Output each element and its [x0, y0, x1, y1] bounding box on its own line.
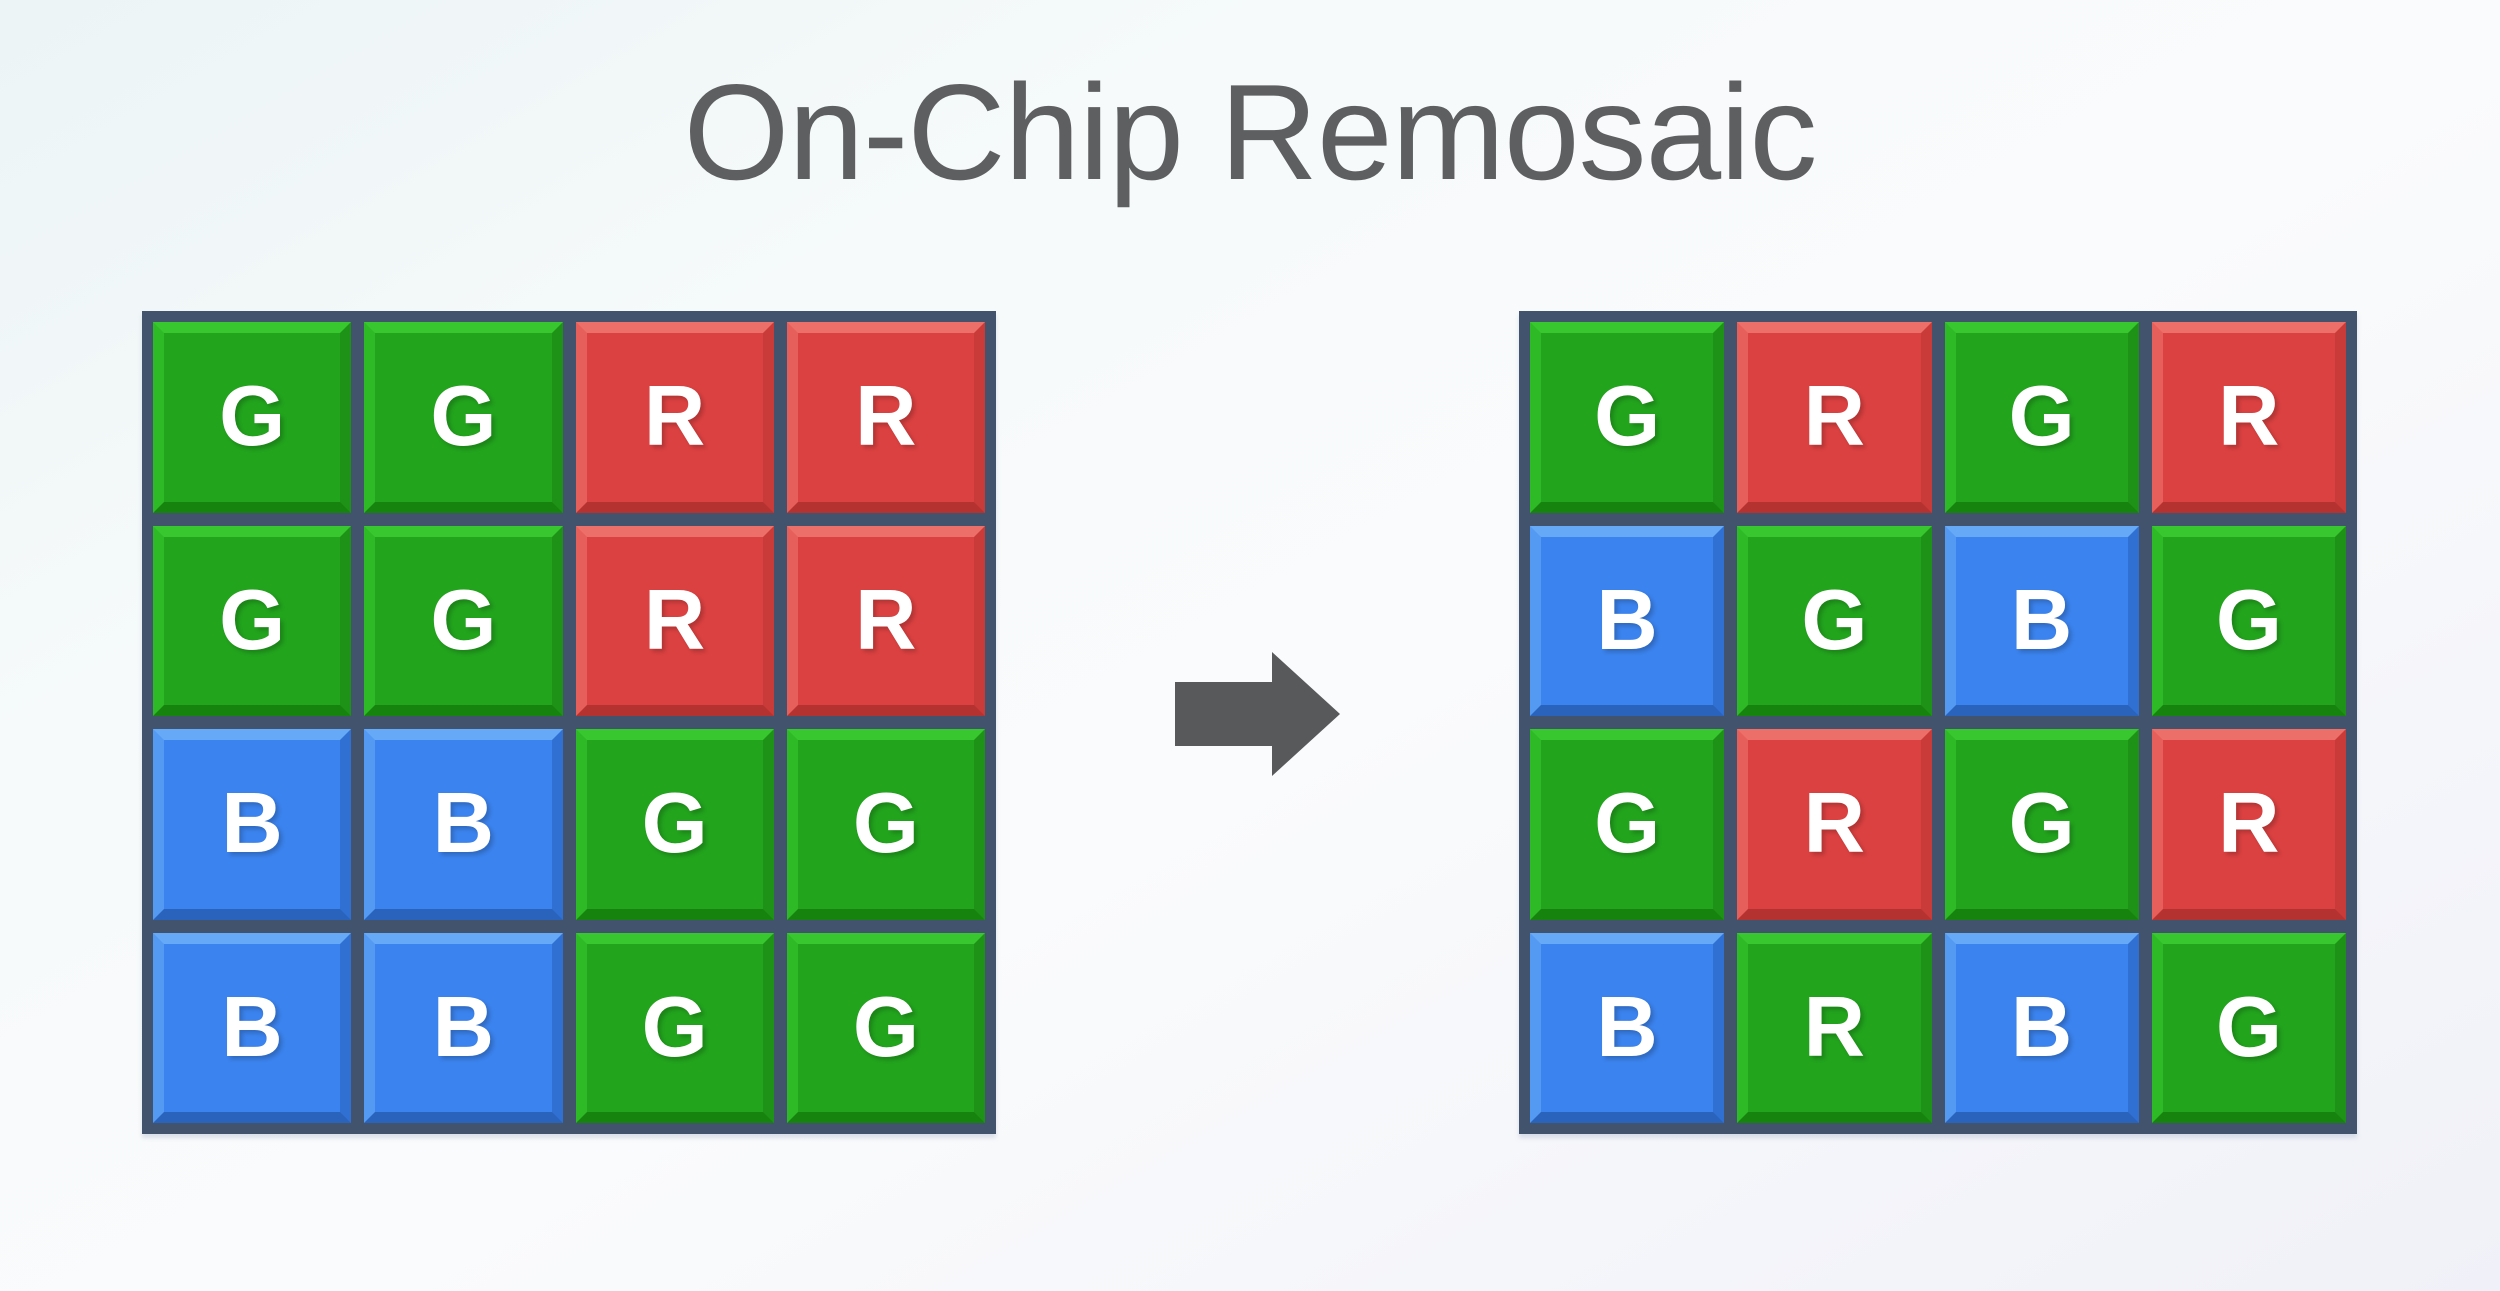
- bayer-grid: G R G R B G B G G R G R B R B G: [1519, 311, 2357, 1134]
- pixel-letter: G: [2215, 979, 2282, 1075]
- sensor-pixel-red: R: [1737, 322, 1932, 513]
- sensor-pixel-green: G: [153, 525, 352, 716]
- pixel-letter: G: [430, 369, 497, 465]
- sensor-pixel-red: R: [786, 525, 985, 716]
- sensor-pixel-green: G: [2151, 932, 2346, 1123]
- pixel-letter: R: [1803, 979, 1866, 1075]
- sensor-pixel-green: G: [1737, 525, 1932, 716]
- pixel-letter: G: [852, 776, 919, 872]
- pixel-letter: B: [2010, 572, 2073, 668]
- sensor-pixel-red: R: [786, 322, 985, 513]
- sensor-pixel-green: G: [364, 322, 563, 513]
- sensor-pixel-red: R: [2151, 322, 2346, 513]
- sensor-pixel-blue: B: [1530, 932, 1725, 1123]
- sensor-pixel-red: R: [575, 322, 774, 513]
- sensor-pixel-green: G: [575, 729, 774, 920]
- sensor-pixel-green: G: [364, 525, 563, 716]
- sensor-pixel-red: R: [575, 525, 774, 716]
- sensor-pixel-green: G: [153, 322, 352, 513]
- pixel-letter: B: [2010, 979, 2073, 1075]
- pixel-letter: R: [1803, 369, 1866, 465]
- sensor-pixel-blue: B: [153, 729, 352, 920]
- sensor-pixel-green: G: [1530, 322, 1725, 513]
- pixel-letter: B: [221, 776, 283, 872]
- sensor-pixel-red: R: [2151, 729, 2346, 920]
- pixel-letter: R: [855, 572, 917, 668]
- sensor-pixel-green: G: [1530, 729, 1725, 920]
- sensor-pixel-green: G: [575, 932, 774, 1123]
- pixel-letter: G: [1594, 776, 1661, 872]
- pixel-letter: G: [641, 979, 708, 1075]
- pixel-letter: G: [1594, 369, 1661, 465]
- right-arrow-icon: [1175, 652, 1340, 776]
- pixel-letter: B: [221, 979, 283, 1075]
- pixel-letter: G: [2215, 572, 2282, 668]
- pixel-letter: R: [643, 369, 706, 465]
- pixel-letter: G: [219, 572, 286, 668]
- sensor-pixel-blue: B: [364, 932, 563, 1123]
- pixel-letter: B: [432, 979, 495, 1075]
- quad-bayer-grid: G G R R G G R R B B G G B B G G: [142, 311, 996, 1134]
- pixel-letter: G: [2008, 369, 2075, 465]
- pixel-letter: B: [432, 776, 495, 872]
- pixel-letter: R: [643, 572, 706, 668]
- sensor-pixel-green: G: [786, 932, 985, 1123]
- sensor-pixel-blue: B: [1944, 525, 2139, 716]
- pixel-letter: B: [1596, 572, 1658, 668]
- sensor-pixel-red: R: [1737, 729, 1932, 920]
- pixel-letter: R: [2218, 776, 2280, 872]
- sensor-pixel-green: R: [1737, 932, 1932, 1123]
- sensor-pixel-green: G: [2151, 525, 2346, 716]
- sensor-pixel-blue: B: [153, 932, 352, 1123]
- pixel-letter: R: [2218, 369, 2280, 465]
- pixel-letter: G: [852, 979, 919, 1075]
- sensor-pixel-blue: B: [1530, 525, 1725, 716]
- pixel-letter: R: [855, 369, 917, 465]
- sensor-pixel-blue: B: [1944, 932, 2139, 1123]
- pixel-letter: G: [2008, 776, 2075, 872]
- pixel-letter: B: [1596, 979, 1658, 1075]
- sensor-pixel-green: G: [786, 729, 985, 920]
- pixel-letter: G: [430, 572, 497, 668]
- pixel-letter: G: [219, 369, 286, 465]
- sensor-pixel-green: G: [1944, 729, 2139, 920]
- pixel-letter: G: [641, 776, 708, 872]
- sensor-pixel-green: G: [1944, 322, 2139, 513]
- pixel-letter: R: [1803, 776, 1866, 872]
- sensor-pixel-blue: B: [364, 729, 563, 920]
- pixel-letter: G: [1801, 572, 1868, 668]
- page-title: On-Chip Remosaic: [683, 56, 1818, 208]
